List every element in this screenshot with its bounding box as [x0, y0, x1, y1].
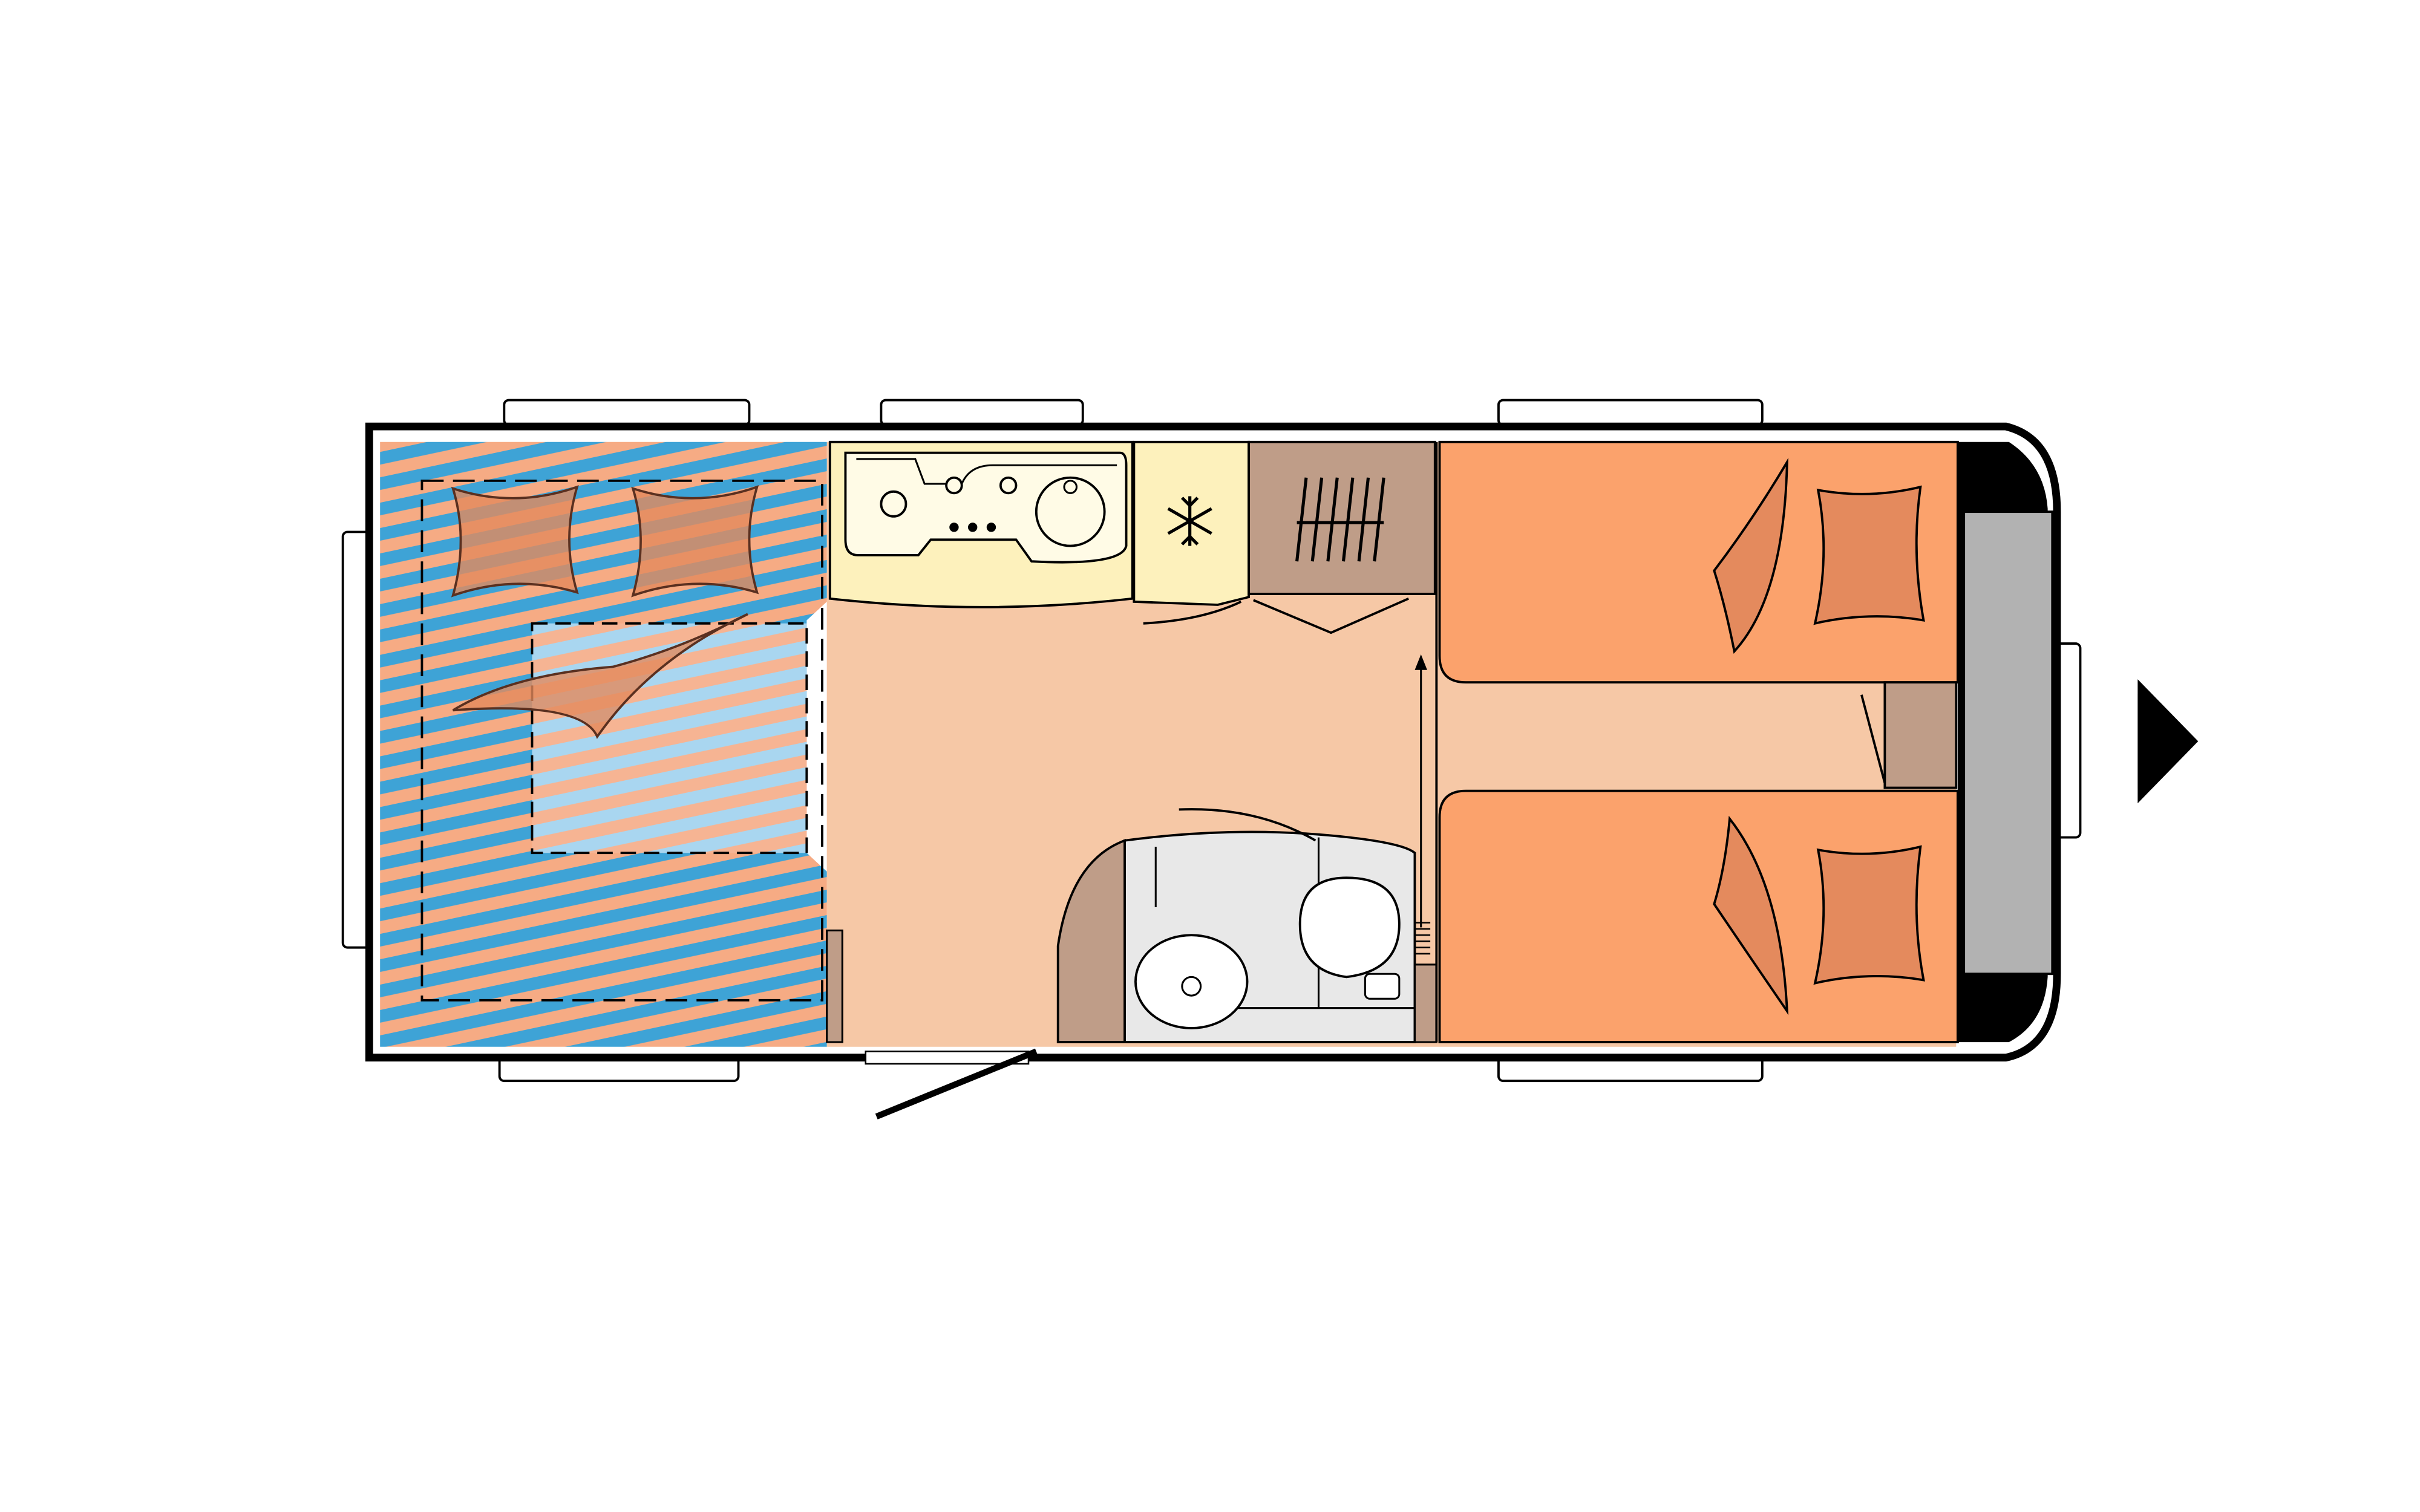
- pillow-icon: [451, 485, 579, 598]
- fridge[interactable]: [1133, 440, 1251, 606]
- pillow-icon: [1813, 845, 1925, 985]
- blanket-fold-icon: [452, 613, 748, 739]
- drain-icon: [1035, 476, 1106, 547]
- blanket-fold-icon: [1713, 815, 1789, 1015]
- window-top-front: [1497, 399, 1764, 426]
- knob-icon: [986, 523, 996, 532]
- knob-icon: [949, 523, 959, 532]
- kitchen-counter[interactable]: [828, 440, 1134, 608]
- door-swing: [1143, 601, 1242, 625]
- bed-mattress-outline: [420, 479, 823, 1002]
- hanger-lines-icon: [1295, 477, 1385, 562]
- washroom-door-swing: [1179, 808, 1316, 842]
- front-window-panel: [1963, 510, 2054, 976]
- outer-wall: [365, 422, 2061, 1062]
- toilet-tank: [1364, 973, 1401, 1000]
- washroom[interactable]: [1056, 808, 1431, 1044]
- front-bed-bottom[interactable]: [1438, 789, 1959, 1044]
- front-bed-top[interactable]: [1438, 440, 1959, 684]
- burner-icon: [945, 476, 963, 495]
- toilet-icon: [1298, 876, 1401, 979]
- front-cabinet[interactable]: [1883, 681, 1958, 789]
- knob-icon: [968, 523, 978, 532]
- rear-side-cabinet: [826, 929, 843, 1043]
- washbasin-icon: [1134, 934, 1249, 1029]
- burner-icon: [999, 476, 1018, 495]
- burner-icon: [880, 490, 908, 518]
- drain-icon: [1181, 976, 1202, 997]
- arrow-head-icon: [1414, 654, 1427, 670]
- cabinet-door-swing: [1860, 694, 1886, 784]
- snowflake-icon: [1167, 496, 1212, 546]
- window-top-rear: [503, 399, 751, 426]
- wardrobe[interactable]: [1143, 440, 1436, 634]
- direction-arrow-icon: [2137, 679, 2199, 804]
- spring-icon: [1414, 922, 1431, 955]
- windows: [341, 399, 2082, 1083]
- front-panel: [1957, 442, 2054, 1043]
- washroom-cabinet: [1413, 963, 1437, 1043]
- pillow-icon: [1813, 485, 1925, 625]
- blanket-fold-icon: [1713, 457, 1788, 654]
- sink-basin: [856, 458, 1117, 485]
- entry-door-swing: [875, 1048, 1038, 1119]
- washroom-side-wall: [1056, 838, 1126, 1044]
- door-swing: [1253, 597, 1409, 634]
- rear-bed[interactable]: [380, 442, 827, 1047]
- pillow-icon: [631, 485, 759, 598]
- window-top-kitchen: [880, 399, 1084, 426]
